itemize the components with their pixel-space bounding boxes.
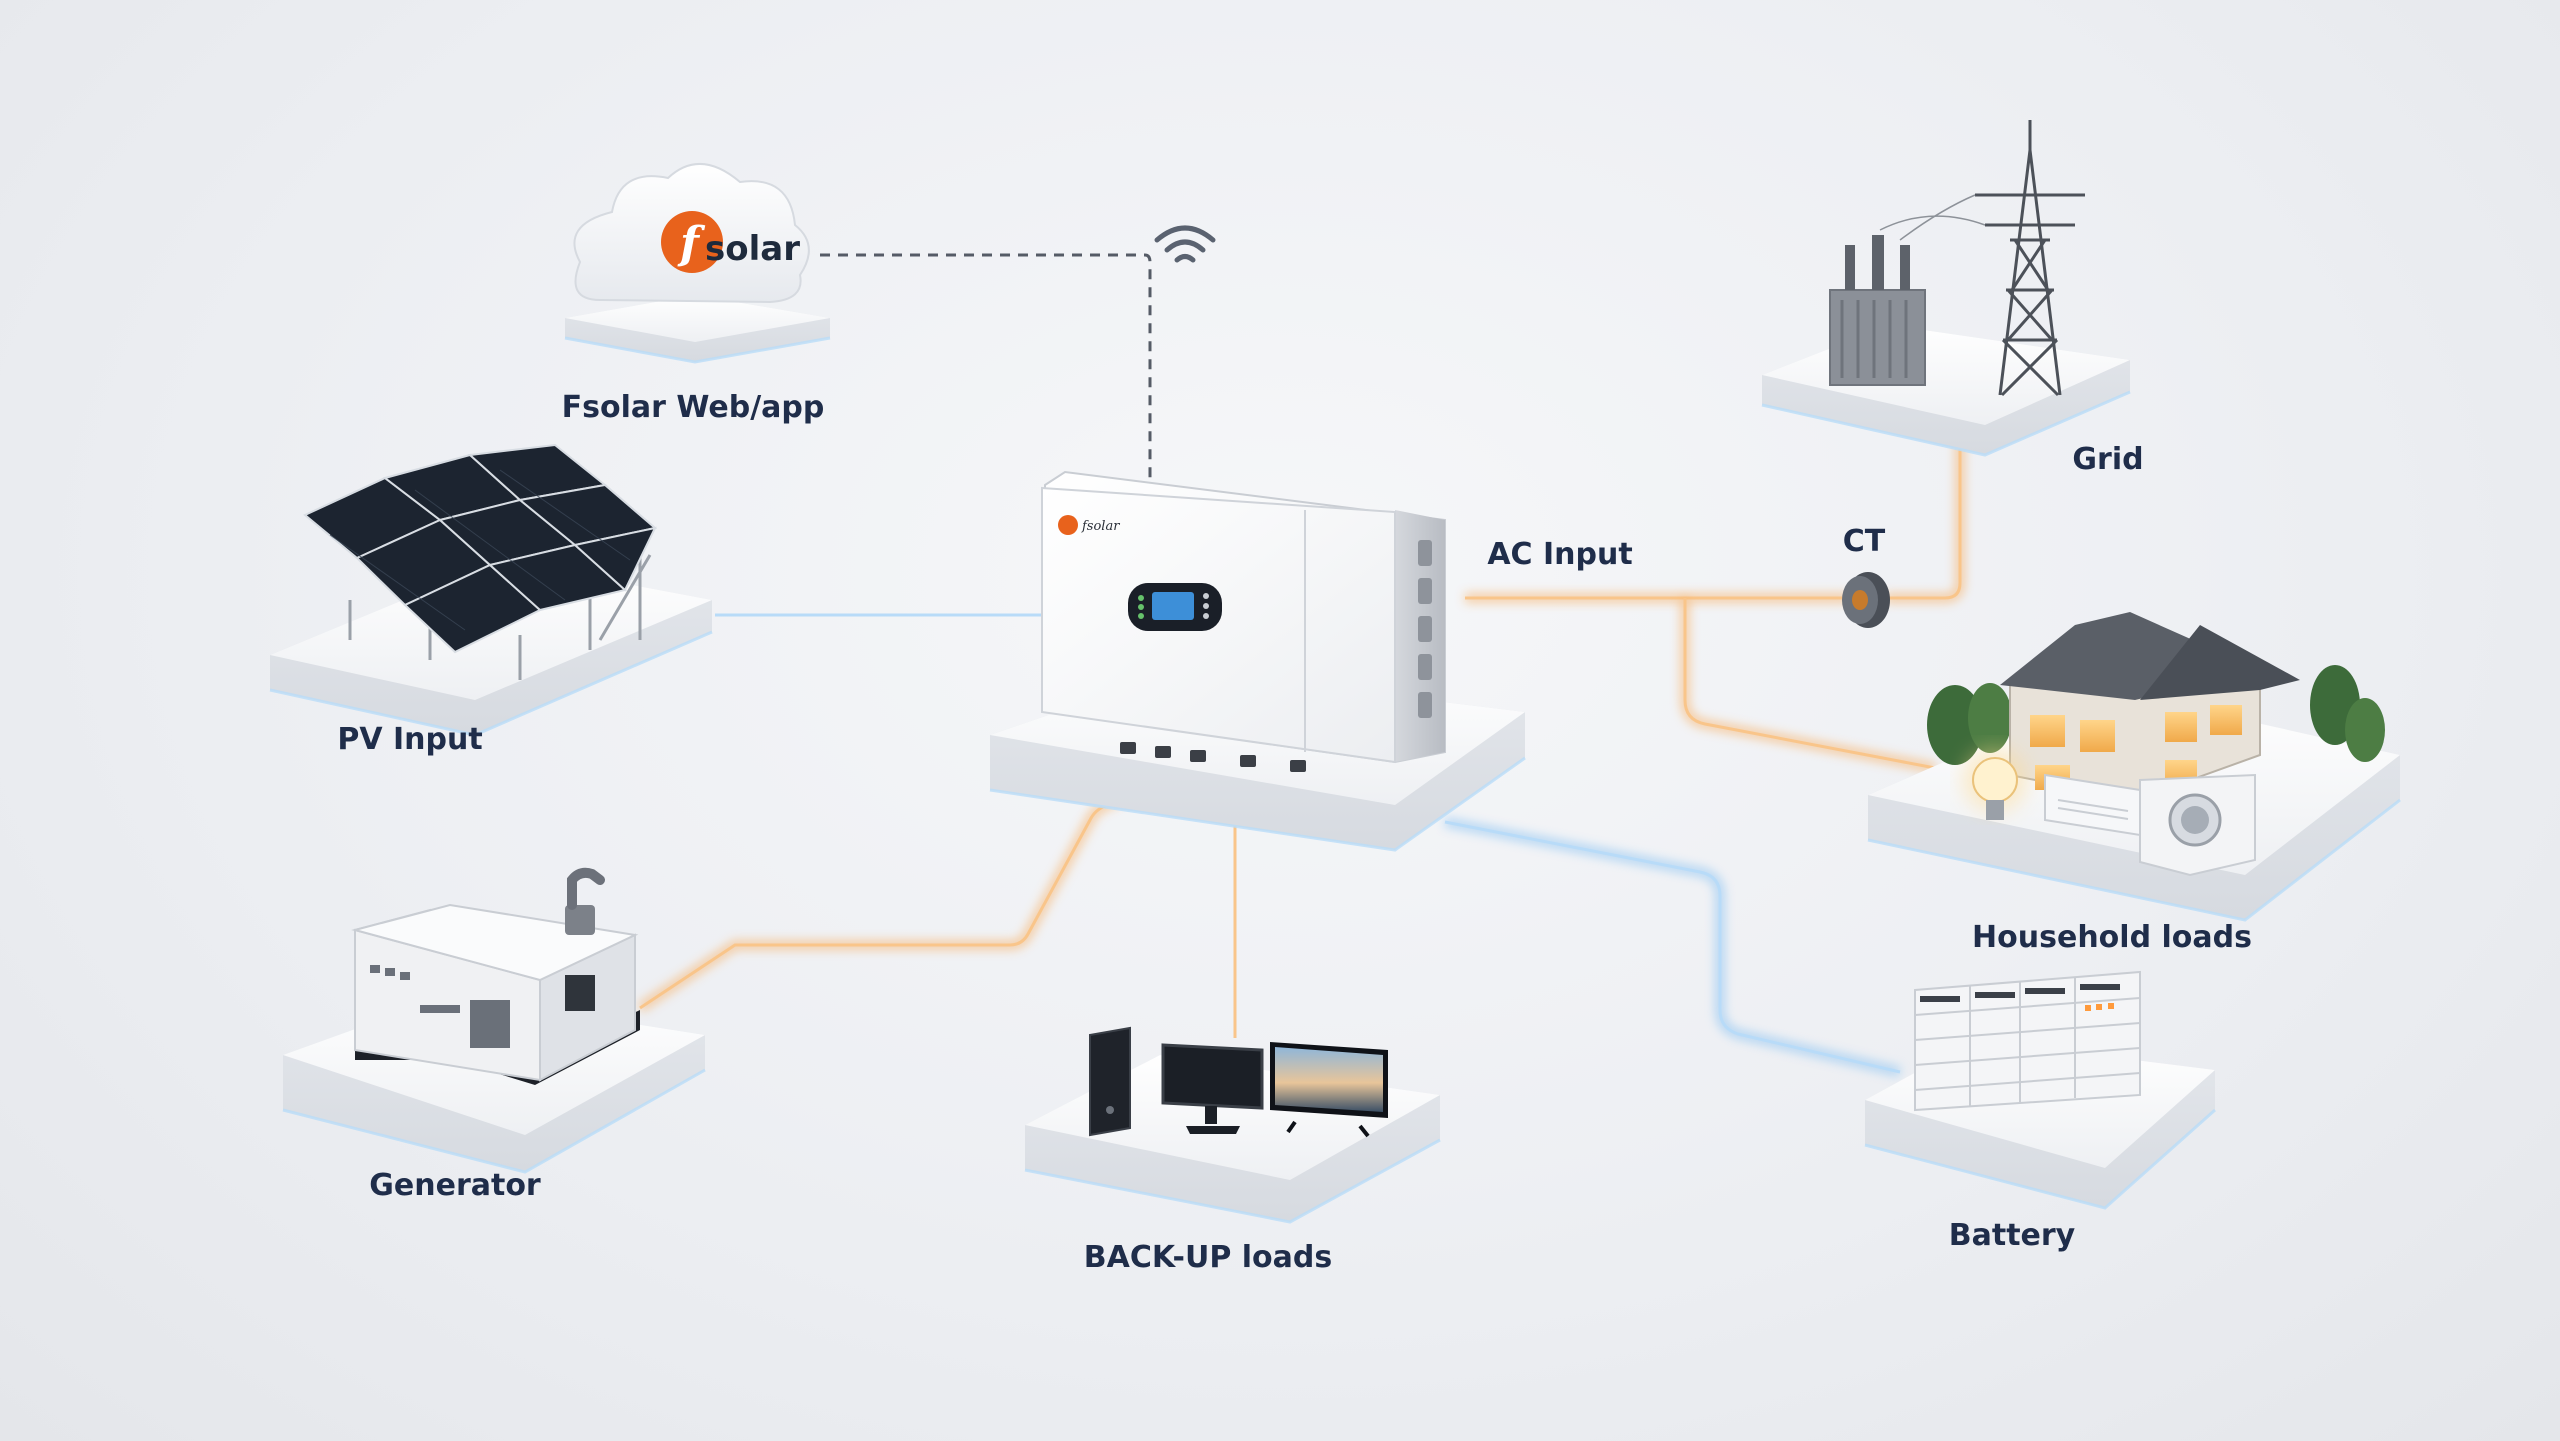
inverter-brand-badge — [1058, 515, 1078, 535]
tv-icon — [1270, 1042, 1388, 1138]
inverter-brand-text: fsolar — [1081, 519, 1120, 534]
cloud-icon: f solar — [573, 163, 810, 304]
ac-grid-line — [1465, 405, 1965, 603]
battery-line — [1444, 817, 1902, 1077]
ct-sensor-icon — [1842, 572, 1890, 628]
cloud-platform — [564, 295, 831, 364]
tree-icon — [1927, 665, 2385, 765]
grid-icon — [1829, 120, 2085, 397]
battery-icon — [1914, 970, 2141, 1112]
household-icon — [1927, 612, 2385, 877]
pv-input-label: PV Input — [337, 722, 483, 757]
washing-machine-icon — [2139, 773, 2256, 877]
battery-rack — [1914, 970, 2141, 1112]
household-line — [1680, 598, 1936, 773]
cloud-logo-badge — [661, 211, 723, 273]
generator-icon — [351, 867, 640, 1085]
ac-input-label: AC Input — [1487, 537, 1633, 572]
wifi-icon — [1154, 225, 1216, 263]
battery-label: Battery — [1948, 1218, 2076, 1253]
ct-label: CT — [1842, 524, 1886, 559]
grid-label: Grid — [2072, 442, 2144, 477]
backup-loads-label: BACK-UP loads — [1083, 1240, 1333, 1275]
light-bulb-icon — [1963, 748, 2027, 820]
monitor-icon — [1161, 1043, 1264, 1134]
grid-platform — [1761, 325, 2131, 457]
inverter-display — [1128, 583, 1222, 631]
cloud-logo-text: solar — [705, 229, 800, 269]
household-loads-label: Household loads — [1972, 920, 2252, 955]
backup-loads-icon — [1089, 1026, 1388, 1138]
solar-panel-icon — [303, 443, 658, 680]
web-app-label: Fsolar Web/app — [561, 390, 825, 425]
inverter-unit: fsolar — [1041, 470, 1446, 772]
pc-tower-icon — [1089, 1026, 1131, 1137]
air-conditioner-icon — [2044, 773, 2141, 837]
connection-lines — [637, 253, 1965, 1077]
generator-label: Generator — [369, 1168, 541, 1203]
data-link-line — [820, 253, 1152, 478]
